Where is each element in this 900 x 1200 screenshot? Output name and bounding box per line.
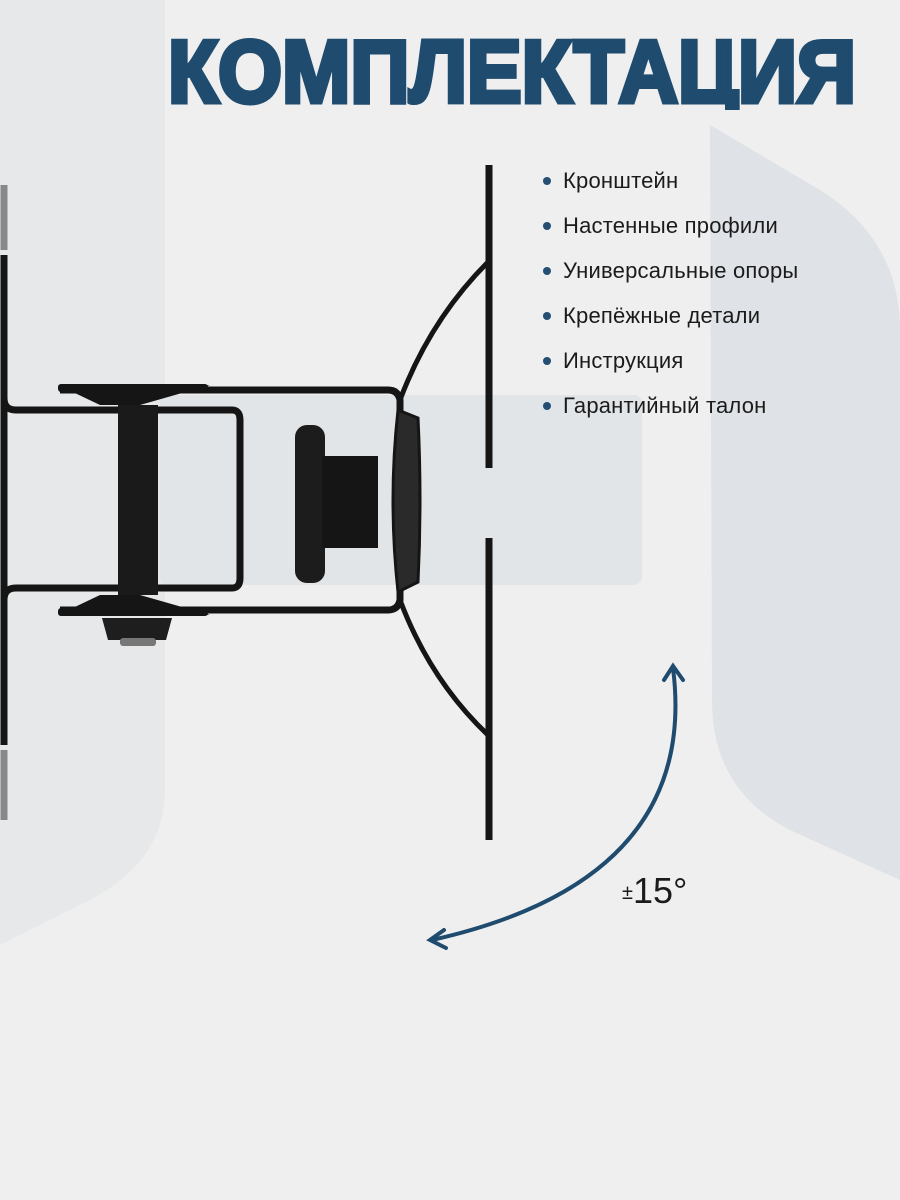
kit-list: Кронштейн Настенные профили Универсальны… bbox=[540, 158, 798, 428]
list-item: Универсальные опоры bbox=[540, 248, 798, 293]
bullet-icon bbox=[543, 401, 551, 410]
list-item: Кронштейн bbox=[540, 158, 798, 203]
tilt-value: 15° bbox=[632, 870, 688, 911]
tilt-angle-label: ±15° bbox=[622, 870, 687, 912]
list-item: Инструкция bbox=[540, 338, 798, 383]
list-item: Настенные профили bbox=[540, 203, 798, 248]
bullet-icon bbox=[543, 311, 551, 320]
list-item: Гарантийный талон bbox=[540, 383, 798, 428]
item-label: Крепёжные детали bbox=[563, 302, 761, 328]
item-label: Настенные профили bbox=[563, 212, 778, 238]
svg-text:КОМПЛЕКТАЦИЯ: КОМПЛЕКТАЦИЯ bbox=[168, 30, 856, 110]
item-label: Гарантийный талон bbox=[563, 392, 767, 418]
bullet-icon bbox=[543, 266, 551, 275]
bullet-icon bbox=[543, 176, 551, 185]
list-item: Крепёжные детали bbox=[540, 293, 798, 338]
item-label: Универсальные опоры bbox=[563, 257, 799, 283]
tilt-arrow-icon bbox=[426, 662, 685, 950]
bullet-icon bbox=[543, 356, 551, 365]
item-label: Кронштейн bbox=[563, 167, 679, 193]
item-label: Инструкция bbox=[563, 347, 684, 373]
bullet-icon bbox=[543, 221, 551, 230]
tilt-sign: ± bbox=[622, 882, 633, 904]
page-title: КОМПЛЕКТАЦИЯ bbox=[168, 30, 858, 110]
